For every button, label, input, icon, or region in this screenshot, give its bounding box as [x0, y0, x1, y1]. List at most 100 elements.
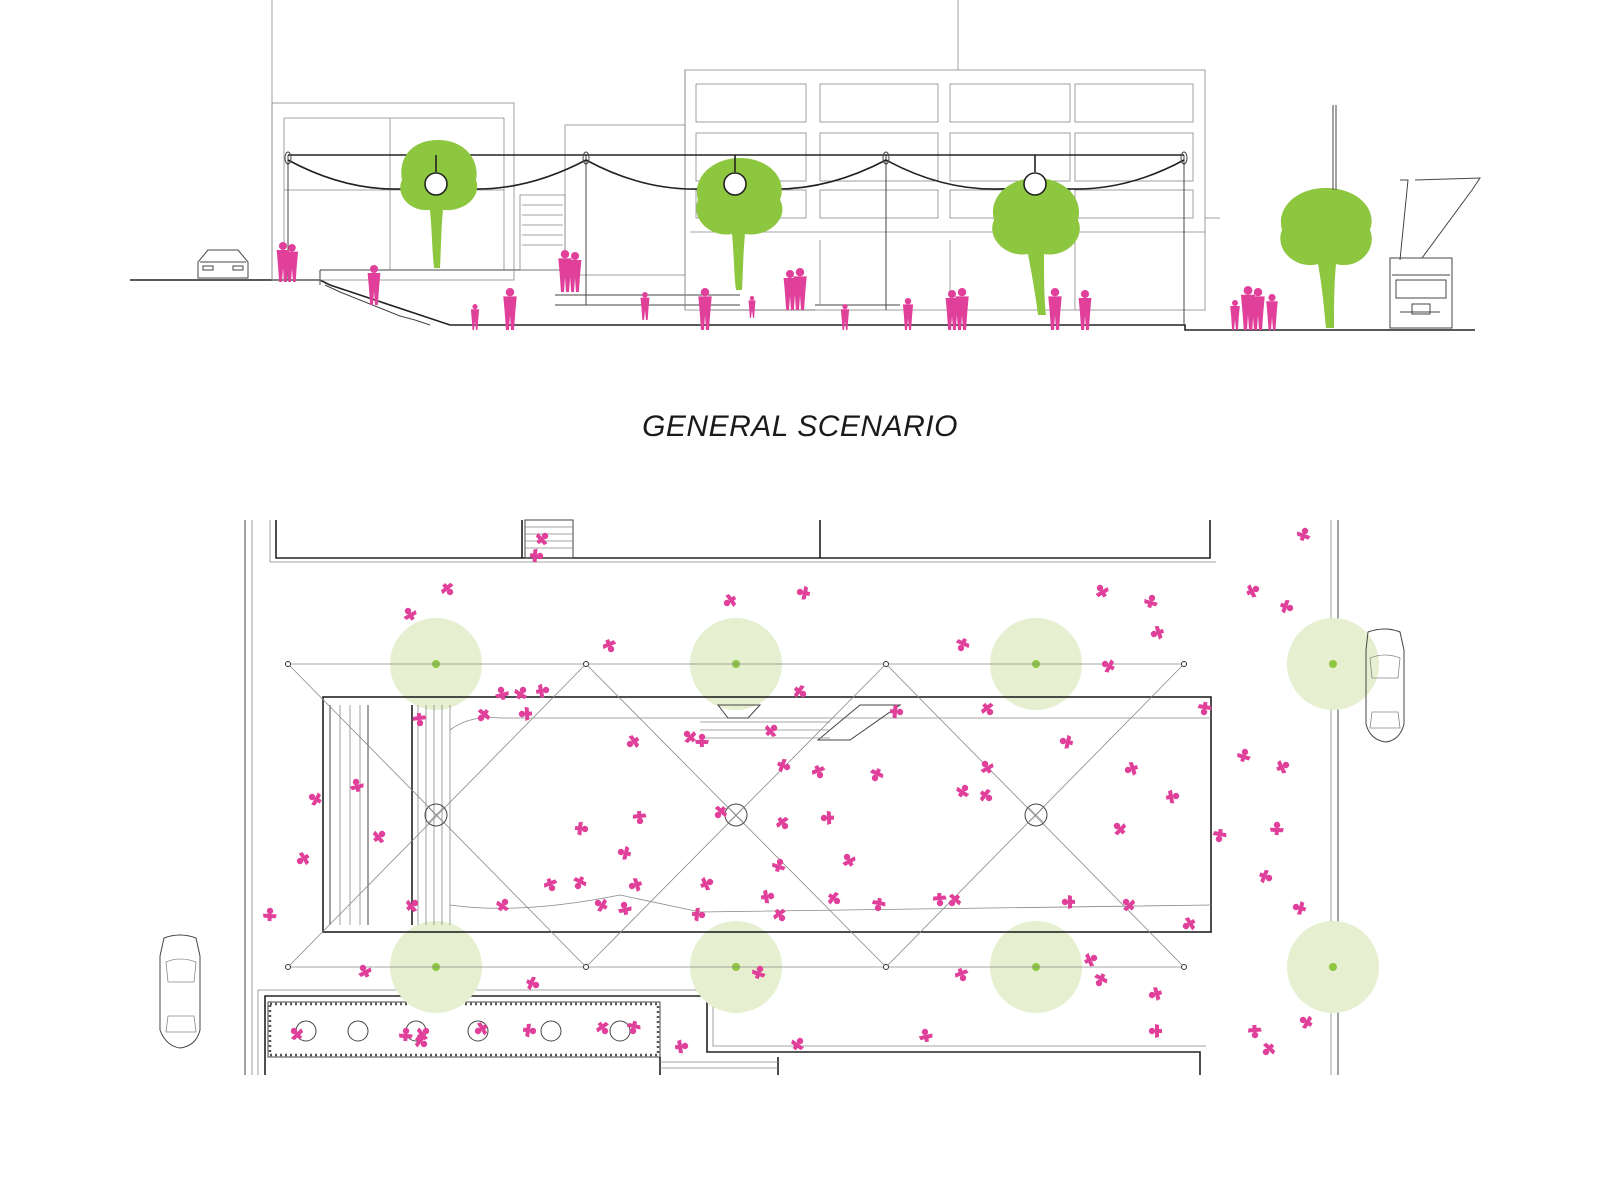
person-icon [1122, 898, 1136, 912]
person-icon [956, 784, 970, 798]
lamp-icon [1024, 803, 1048, 827]
person-icon [811, 764, 826, 779]
person-icon [276, 242, 290, 282]
car-icon [159, 934, 201, 1049]
person-icon [416, 1027, 430, 1041]
person-icon [514, 686, 528, 700]
person-icon [683, 730, 697, 744]
person-icon [980, 760, 994, 774]
person-icon [820, 810, 835, 825]
person-icon [955, 288, 969, 330]
person-icon [1269, 821, 1284, 836]
person-icon [412, 712, 427, 727]
street-elevation-drawing [130, 0, 1481, 331]
person-icon [932, 892, 947, 907]
person-icon [477, 708, 491, 722]
person-icon [889, 704, 904, 719]
person-icon [1148, 1024, 1162, 1038]
person-icon [1078, 290, 1092, 330]
person-icon [748, 296, 756, 318]
person-icon [764, 724, 778, 738]
person-icon [1059, 734, 1074, 749]
tree-icon [696, 158, 783, 290]
person-icon [405, 899, 419, 913]
person-icon [791, 1037, 805, 1051]
person-icon [535, 532, 549, 546]
person-icon [1148, 987, 1163, 1001]
person-icon [840, 304, 850, 330]
person-icon [290, 1027, 304, 1041]
person-icon [871, 897, 886, 912]
person-icon [979, 788, 993, 802]
person-icon [535, 683, 550, 698]
bus-icon [1332, 105, 1481, 329]
person-icon [602, 639, 617, 653]
person-icon [503, 288, 517, 330]
lamp-icon [424, 155, 448, 196]
person-icon [772, 858, 786, 873]
person-icon [398, 1027, 413, 1042]
person-icon [367, 265, 381, 305]
person-icon [440, 582, 454, 596]
person-icon [980, 702, 994, 716]
person-icon [674, 1039, 689, 1054]
person-icon [902, 298, 914, 330]
page-title: GENERAL SCENARIO [642, 410, 958, 443]
person-icon [694, 733, 709, 748]
person-icon [948, 893, 962, 907]
person-icon [783, 270, 797, 310]
person-icon [1124, 762, 1139, 776]
person-icon [842, 853, 856, 867]
person-icon [617, 845, 632, 860]
person-icon [793, 268, 807, 310]
person-icon [543, 877, 558, 892]
person-icon [1299, 1015, 1313, 1029]
person-icon [827, 891, 841, 905]
person-icon [1048, 288, 1062, 330]
person-icon [1212, 828, 1227, 843]
person-icon [773, 908, 786, 922]
person-icon [470, 304, 480, 330]
person-icon [1165, 789, 1180, 804]
person-icon [1150, 626, 1165, 640]
person-icon [752, 965, 766, 980]
person-icon [1061, 894, 1076, 909]
person-icon [1094, 973, 1108, 987]
person-icon [296, 852, 310, 866]
person-icon [1237, 748, 1251, 763]
person-icon [626, 1020, 641, 1035]
person-icon [760, 889, 775, 904]
person-icon [1240, 286, 1256, 330]
person-icon [796, 585, 811, 600]
lamp-icon [724, 803, 748, 827]
person-icon [955, 638, 970, 652]
tree-icon [400, 140, 478, 268]
person-icon [640, 292, 650, 320]
person-icon [776, 758, 791, 773]
cafe-tables [295, 1020, 631, 1042]
person-icon [594, 898, 608, 912]
person-icon [626, 735, 640, 749]
person-icon [495, 686, 509, 701]
person-icon [617, 901, 632, 916]
person-icon [628, 878, 643, 892]
tree-icon [1280, 188, 1372, 328]
person-icon [775, 816, 789, 830]
person-icon [1251, 288, 1265, 330]
central-plaza [322, 696, 1212, 933]
lamp-icon [424, 803, 448, 827]
person-icon [793, 685, 807, 698]
person-icon [1266, 294, 1278, 330]
person-icon [632, 810, 647, 825]
tree-icon [992, 178, 1080, 315]
car-icon [197, 249, 249, 279]
person-icon [1084, 952, 1098, 967]
lamp-icon [723, 155, 747, 196]
person-icon [574, 821, 589, 836]
person-icon [526, 976, 540, 991]
person-icon [522, 1023, 537, 1038]
person-icon [1095, 584, 1109, 598]
person-icon [1101, 659, 1115, 673]
person-icon [918, 1028, 933, 1043]
person-icon [1292, 901, 1307, 915]
